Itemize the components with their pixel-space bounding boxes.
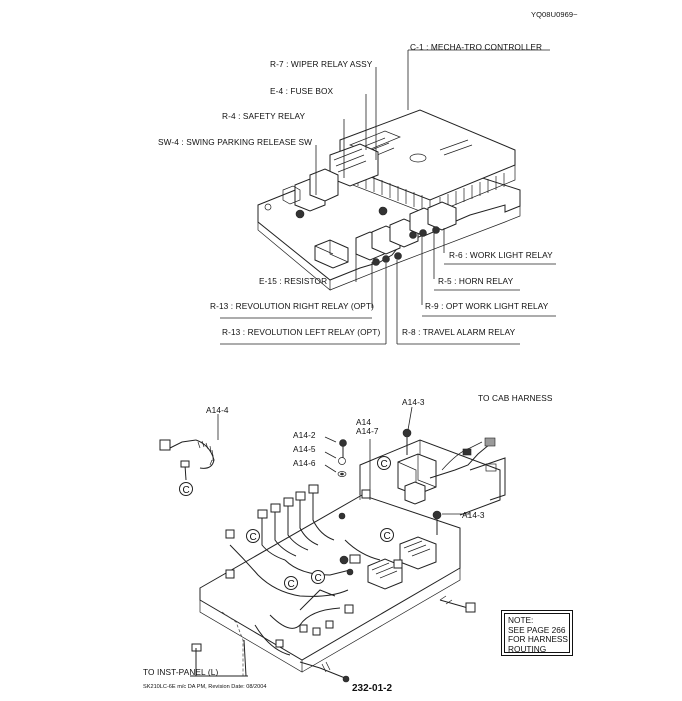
label-a14-3-top: A14-3 [402,397,425,407]
svg-text:C: C [315,573,322,584]
label-r8-travel-alarm-relay: R-8 : TRAVEL ALARM RELAY [402,327,516,337]
label-sw4-swing-parking: SW-4 : SWING PARKING RELEASE SW [158,137,313,147]
note-line-1: NOTE: [508,615,534,625]
label-a14-5: A14-5 [293,444,316,454]
svg-text:C: C [384,531,391,542]
label-r4-safety-relay: R-4 : SAFETY RELAY [222,111,306,121]
label-r13-revolution-right-relay: R-13 : REVOLUTION RIGHT RELAY (OPT) [210,301,374,311]
label-r7-wiper-relay: R-7 : WIPER RELAY ASSY [270,59,373,69]
page-code: 232-01-2 [352,683,393,694]
label-e15-resistor: E-15 : RESISTOR [259,276,328,286]
svg-text:C: C [288,579,295,590]
note-line-4: ROUTING [508,643,547,654]
note-box: NOTE: SEE PAGE 266 FOR HARNESS ROUTING [501,610,573,656]
label-e4-fuse-box: E-4 : FUSE BOX [270,86,334,96]
svg-text:C: C [250,532,257,543]
label-r6-work-light-relay: R-6 : WORK LIGHT RELAY [449,250,553,260]
note-line-2: SEE PAGE 266 [508,624,566,635]
svg-text:C: C [183,485,190,496]
svg-text:C: C [381,459,388,470]
label-a14-3-mid: A14-3 [462,510,485,520]
label-a14-2: A14-2 [293,430,316,440]
document-id: YQ08U0969~ [531,10,578,19]
label-r13-revolution-left-relay: R-13 : REVOLUTION LEFT RELAY (OPT) [222,327,381,337]
label-c1-mechatro-controller: C-1 : MECHA-TRO CONTROLLER [410,42,543,52]
label-r9-opt-work-light-relay: R-9 : OPT WORK LIGHT RELAY [425,301,549,311]
label-r5-horn-relay: R-5 : HORN RELAY [438,276,514,286]
label-to-cab-harness: TO CAB HARNESS [478,393,553,403]
footer-source: SK210LC-6E m/c DA PM, Revision Date: 08/… [143,684,267,690]
c-marker-group: C C C C C C [179,456,394,590]
label-a14-4: A14-4 [206,405,229,415]
label-to-inst-panel: TO INST-PANEL (L) [143,667,219,677]
label-a14-7: A14-7 [356,426,379,436]
label-a14-6: A14-6 [293,458,316,468]
label-a14: A14 [356,417,372,427]
note-line-3: FOR HARNESS [508,634,568,645]
